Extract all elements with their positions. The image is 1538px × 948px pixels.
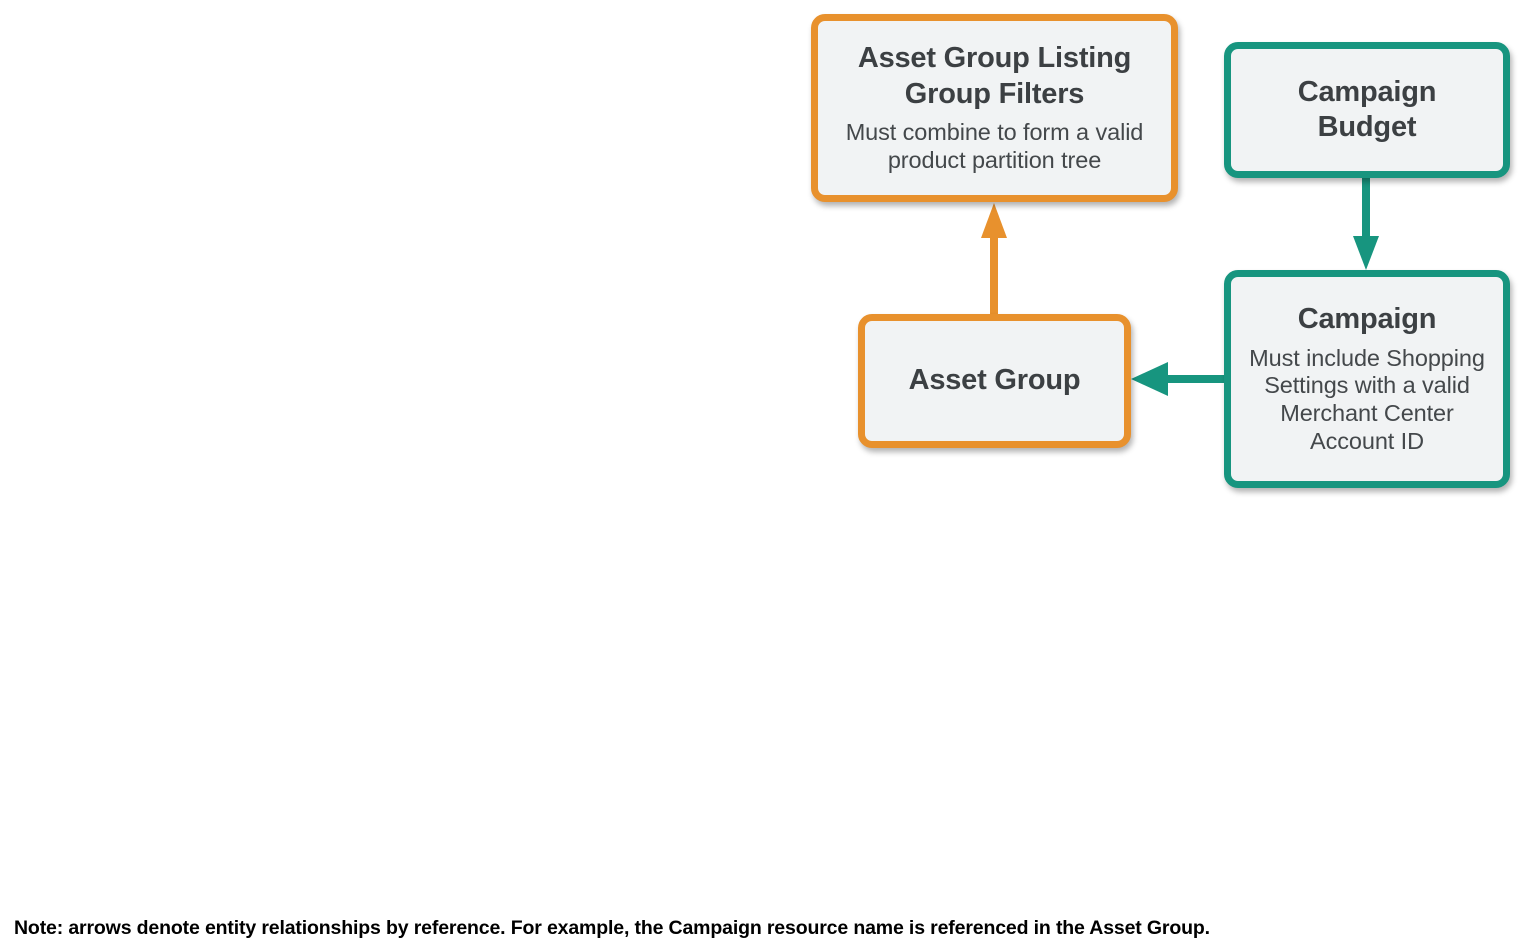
diagram-note: Note: arrows denote entity relationships… xyxy=(14,917,1210,939)
node-subtitle: Must combine to form a valid product par… xyxy=(845,119,1144,173)
edge-campaign-to-asset-group xyxy=(1131,362,1226,396)
arrowhead-up-orange xyxy=(981,203,1007,238)
arrowhead-left-teal xyxy=(1131,362,1168,396)
edge-campaign-budget-to-campaign xyxy=(1353,176,1379,270)
node-campaign[interactable]: Campaign Must include Shopping Settings … xyxy=(1224,270,1510,488)
node-title: Asset Group xyxy=(908,364,1081,397)
node-title: Campaign Budget xyxy=(1297,75,1437,143)
node-title: Asset Group Listing Group Filters xyxy=(857,42,1132,110)
node-asset-group-listing-group-filters[interactable]: Asset Group Listing Group Filters Must c… xyxy=(811,14,1178,202)
node-asset-group[interactable]: Asset Group xyxy=(858,314,1131,448)
arrowhead-down-teal xyxy=(1353,236,1379,270)
node-title: Campaign xyxy=(1297,303,1437,336)
edge-asset-group-to-listing-group-filters xyxy=(981,203,1007,316)
node-subtitle: Must include Shopping Settings with a va… xyxy=(1249,344,1485,454)
node-campaign-budget[interactable]: Campaign Budget xyxy=(1224,42,1510,178)
